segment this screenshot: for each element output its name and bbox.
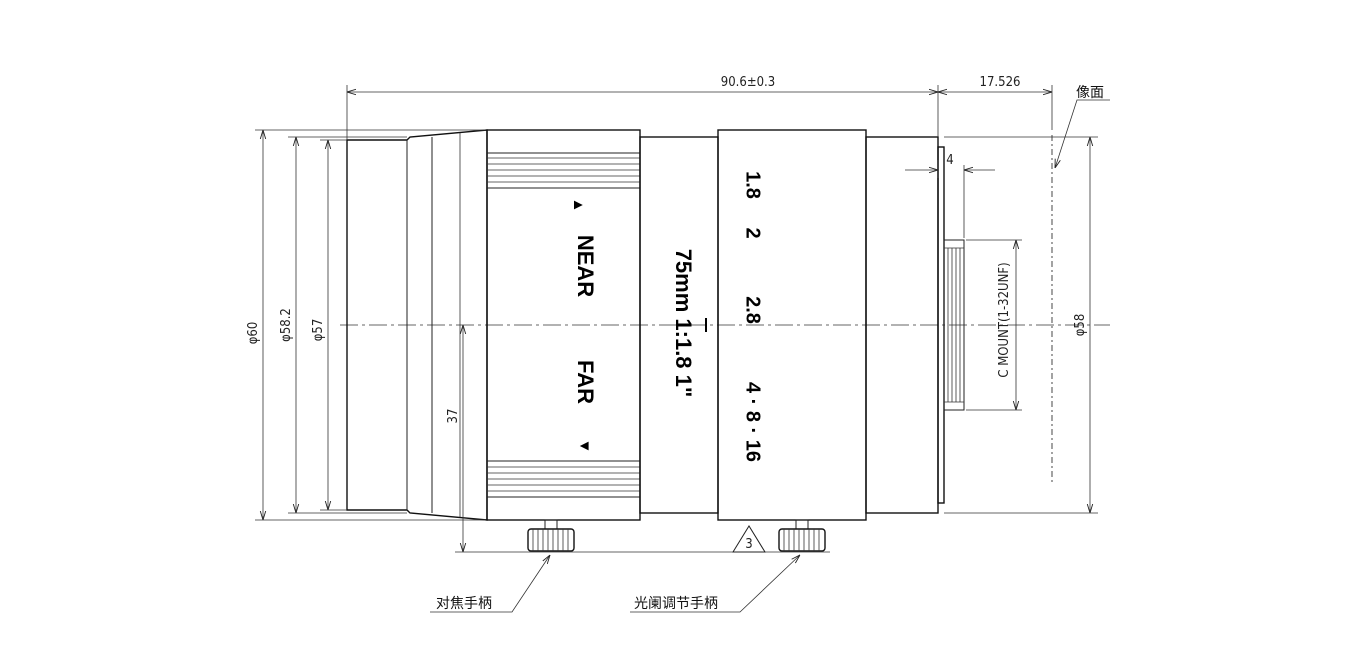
dim-dia-58-2: φ58.2 [279,136,407,514]
aperture-4-8-16: 4 · 8 · 16 [742,382,764,462]
focus-arrow-far: ▼ [576,439,593,454]
iris-handle-label: 光阑调节手柄 [634,596,718,612]
image-plane-label: 像面 [1076,85,1104,101]
dim-dia-60: φ60 [246,129,485,521]
focus-handle [527,519,575,552]
aperture-2-8: 2.8 [742,296,764,324]
dim-mount-depth: 4 [905,153,995,238]
svg-text:φ58: φ58 [1073,314,1088,337]
focus-handle-label: 对焦手柄 [436,596,492,612]
svg-text:3: 3 [745,537,752,552]
svg-text:φ57: φ57 [311,319,326,342]
focus-near-text: NEAR [573,235,598,297]
focus-ring-knurl-bottom [487,460,640,492]
svg-text:37: 37 [446,409,461,424]
leader-iris-handle: 光阑调节手柄 [630,555,800,613]
focus-far-text: FAR [573,360,598,404]
dim-mount-thread: C MOUNT(1-32UNF) [966,239,1022,411]
image-plane: 像面 [1051,85,1110,485]
svg-text:φ60: φ60 [246,322,261,345]
aperture-2: 2 [742,227,764,238]
svg-text:C MOUNT(1-32UNF): C MOUNT(1-32UNF) [997,262,1012,377]
iris-handle [778,519,826,552]
svg-text:17.526: 17.526 [980,75,1021,90]
dim-dia-57: φ57 [311,139,347,511]
focus-arrow-near: ▲ [570,198,587,213]
focus-ring-knurl-top [487,157,640,189]
note-triangle: 3 [732,525,766,553]
dim-flange-back: 17.526 [938,75,1053,130]
lens-model-text: 75mm 1:1.8 1" [671,249,696,398]
leader-focus-handle: 对焦手柄 [430,555,550,613]
dim-handle-height: 37 [446,325,830,553]
lens-middle-barrel: 75mm 1:1.8 1" [639,136,719,514]
aperture-1-8: 1.8 [742,171,764,199]
svg-text:90.6±0.3: 90.6±0.3 [721,75,775,90]
c-mount-thread [943,239,965,411]
svg-text:φ58.2: φ58.2 [279,308,294,342]
dim-dia-58: φ58 [944,136,1098,514]
dim-overall-length: 90.6±0.3 [346,75,939,140]
svg-text:4: 4 [946,153,953,168]
